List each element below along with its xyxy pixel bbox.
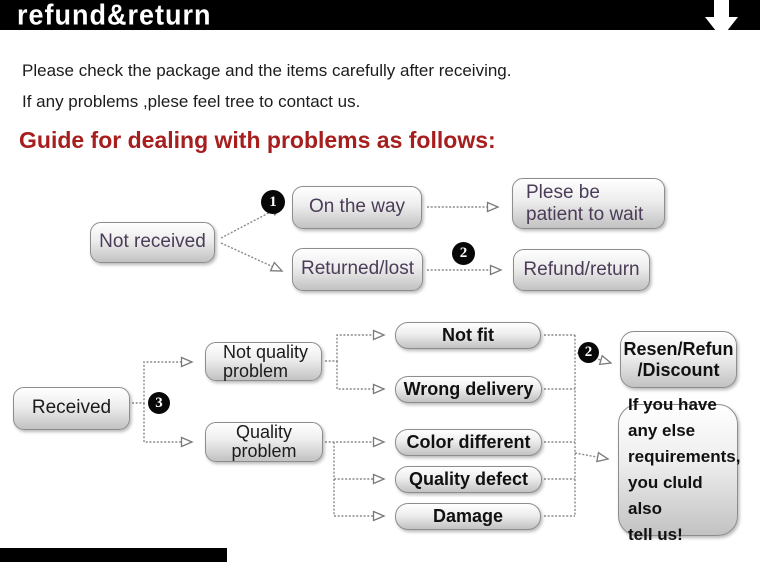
node-received: Received bbox=[13, 387, 130, 430]
node-quality-defect: Quality defect bbox=[395, 466, 542, 493]
node-label: Resen/Refun /Discount bbox=[623, 338, 734, 380]
node-label: Not fit bbox=[442, 324, 494, 345]
node-wrong-delivery: Wrong delivery bbox=[395, 376, 542, 403]
node-label: Quality problem bbox=[231, 422, 297, 461]
node-refund-return: Refund/return bbox=[513, 249, 650, 291]
node-label: Not received bbox=[99, 231, 206, 253]
node-returned-lost: Returned/lost bbox=[292, 248, 423, 291]
node-not-fit: Not fit bbox=[395, 322, 541, 349]
node-not-received: Not received bbox=[90, 222, 215, 263]
intro-line-2: If any problems ,plese feel tree to cont… bbox=[22, 92, 361, 111]
node-label: Not quality problem bbox=[223, 341, 309, 381]
node-on-the-way: On the way bbox=[292, 186, 422, 229]
node-label: Plese be patient to wait bbox=[526, 181, 644, 225]
guide-heading: Guide for dealing with problems as follo… bbox=[19, 127, 496, 153]
section-header-banner: refund&return bbox=[0, 0, 760, 30]
node-resend-refund-discount: Resen/Refun /Discount bbox=[620, 331, 737, 388]
intro-line-1: Please check the package and the items c… bbox=[22, 61, 512, 80]
badge-step-2-shipping: 2 bbox=[452, 242, 475, 265]
node-label: Quality defect bbox=[408, 468, 529, 489]
node-other-requirements: If you have any else requirements, you c… bbox=[618, 395, 740, 544]
node-label: Received bbox=[31, 397, 112, 419]
node-label: Returned/lost bbox=[300, 258, 414, 280]
badge-step-2-resolution: 2 bbox=[578, 342, 599, 363]
badge-step-3: 3 bbox=[148, 392, 170, 414]
node-not-quality-problem: Not quality problem bbox=[205, 342, 322, 381]
node-color-different: Color different bbox=[395, 429, 542, 456]
node-be-patient-to-wait: Plese be patient to wait bbox=[512, 178, 665, 229]
node-label: Damage bbox=[432, 505, 504, 526]
down-arrow-icon bbox=[705, 0, 738, 38]
next-section-bar bbox=[0, 548, 227, 562]
node-label: Wrong delivery bbox=[403, 378, 534, 399]
node-label: Refund/return bbox=[523, 258, 640, 280]
node-label: If you have any else requirements, you c… bbox=[628, 395, 741, 544]
node-quality-problem: Quality problem bbox=[205, 422, 323, 462]
badge-step-1: 1 bbox=[261, 190, 285, 214]
banner-title: refund&return bbox=[17, 0, 212, 31]
node-damage: Damage bbox=[395, 503, 541, 530]
node-label: On the way bbox=[308, 196, 406, 218]
node-label: Color different bbox=[406, 431, 531, 452]
